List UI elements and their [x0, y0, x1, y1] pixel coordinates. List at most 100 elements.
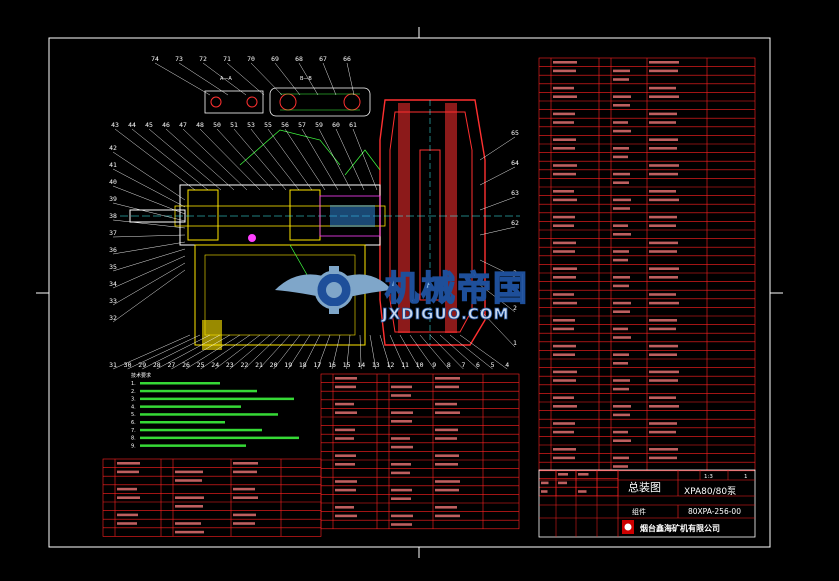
balloon-74: 74 — [151, 55, 159, 63]
balloon-61: 61 — [349, 121, 357, 129]
balloon-40: 40 — [109, 178, 117, 186]
balloon-33: 33 — [109, 297, 117, 305]
parts-list-bottom-left — [102, 458, 322, 537]
balloon-20: 20 — [270, 361, 278, 369]
balloon-39: 39 — [109, 195, 117, 203]
balloon-73: 73 — [175, 55, 183, 63]
balloon-5: 5 — [491, 361, 495, 369]
svg-text:2.: 2. — [131, 389, 136, 395]
balloon-19: 19 — [284, 361, 292, 369]
pump-model: XPA80/80泵 — [684, 486, 736, 497]
balloon-50: 50 — [213, 121, 221, 129]
balloon-23: 23 — [226, 361, 234, 369]
balloon-68: 68 — [295, 55, 303, 63]
balloon-18: 18 — [299, 361, 307, 369]
company-name: 烟台鑫海矿机有限公司 — [640, 523, 720, 533]
balloon-1: 1 — [513, 339, 517, 347]
balloon-17: 17 — [313, 361, 321, 369]
assembly-drawing: A—A B—B — [109, 55, 520, 370]
balloon-72: 72 — [199, 55, 207, 63]
balloon-29: 29 — [138, 361, 146, 369]
leader-lines — [112, 62, 516, 370]
balloon-21: 21 — [255, 361, 263, 369]
balloon-24: 24 — [211, 361, 219, 369]
balloon-66: 66 — [343, 55, 351, 63]
balloon-59: 59 — [315, 121, 323, 129]
balloon-46: 46 — [162, 121, 170, 129]
balloon-14: 14 — [357, 361, 365, 369]
balloon-28: 28 — [153, 361, 161, 369]
balloon-26: 26 — [182, 361, 190, 369]
balloon-64: 64 — [511, 159, 519, 167]
balloon-53: 53 — [247, 121, 255, 129]
svg-text:5.: 5. — [131, 412, 136, 418]
svg-text:7.: 7. — [131, 428, 136, 434]
balloon-11: 11 — [401, 361, 409, 369]
drawing-name: 总装图 — [628, 480, 661, 494]
balloon-71: 71 — [223, 55, 231, 63]
svg-text:B—B: B—B — [300, 76, 312, 82]
svg-text:3.: 3. — [131, 397, 136, 403]
balloon-65: 65 — [511, 129, 519, 137]
balloon-22: 22 — [240, 361, 248, 369]
balloon-48: 48 — [196, 121, 204, 129]
svg-text:A—A: A—A — [220, 76, 232, 82]
balloon-38: 38 — [109, 212, 117, 220]
balloon-69: 69 — [271, 55, 279, 63]
balloon-7: 7 — [461, 361, 465, 369]
balloon-13: 13 — [372, 361, 380, 369]
balloon-31: 31 — [109, 361, 117, 369]
balloon-56: 56 — [281, 121, 289, 129]
balloon-3: 3 — [513, 269, 517, 277]
gear-wings-logo-icon — [275, 266, 392, 314]
balloon-51: 51 — [230, 121, 238, 129]
svg-text:6.: 6. — [131, 420, 136, 426]
balloon-27: 27 — [167, 361, 175, 369]
bearing-housing — [120, 184, 520, 350]
balloon-34: 34 — [109, 280, 117, 288]
balloon-55: 55 — [264, 121, 272, 129]
balloon-67: 67 — [319, 55, 327, 63]
balloon-12: 12 — [386, 361, 394, 369]
balloon-43: 43 — [111, 121, 119, 129]
balloon-30: 30 — [124, 361, 132, 369]
parts-list-right — [538, 57, 756, 497]
balloon-42: 42 — [109, 144, 117, 152]
balloon-62: 62 — [511, 219, 519, 227]
sheet-value: 1 — [744, 474, 748, 480]
balloon-57: 57 — [298, 121, 306, 129]
balloon-36: 36 — [109, 246, 117, 254]
technical-requirements: 技术要求 1. 2. 3.4. 5. 6. 7. 8.9. — [131, 372, 299, 449]
svg-text:4.: 4. — [131, 404, 136, 410]
drawing-number: 80XPA-256-00 — [688, 507, 741, 516]
balloon-63: 63 — [511, 189, 519, 197]
balloon-32: 32 — [109, 314, 117, 322]
notes-title: 技术要求 — [131, 372, 151, 379]
balloon-4: 4 — [505, 361, 509, 369]
balloon-60: 60 — [332, 121, 340, 129]
balloon-41: 41 — [109, 161, 117, 169]
balloon-2: 2 — [513, 304, 517, 312]
balloon-10: 10 — [416, 361, 424, 369]
balloon-6: 6 — [476, 361, 480, 369]
balloon-44: 44 — [128, 121, 136, 129]
balloon-45: 45 — [145, 121, 153, 129]
title-block: 总装图 XPA80/80泵 组件 80XPA-256-00 1:3 1 烟台鑫海… — [538, 469, 756, 538]
balloon-15: 15 — [343, 361, 351, 369]
svg-text:1.: 1. — [131, 381, 136, 387]
type-label: 组件 — [632, 507, 646, 516]
balloon-70: 70 — [247, 55, 255, 63]
parts-list-bottom-middle — [320, 373, 520, 530]
watermark-site: JXDIGUO.COM — [381, 305, 509, 323]
balloon-37: 37 — [109, 229, 117, 237]
balloon-9: 9 — [432, 361, 436, 369]
watermark-title: 机械帝国 — [385, 269, 529, 309]
balloon-25: 25 — [197, 361, 205, 369]
svg-text:9.: 9. — [131, 443, 136, 449]
detail-view-top: A—A B—B — [204, 76, 371, 117]
balloon-47: 47 — [179, 121, 187, 129]
svg-text:8.: 8. — [131, 436, 136, 442]
scale-value: 1:3 — [704, 474, 713, 480]
